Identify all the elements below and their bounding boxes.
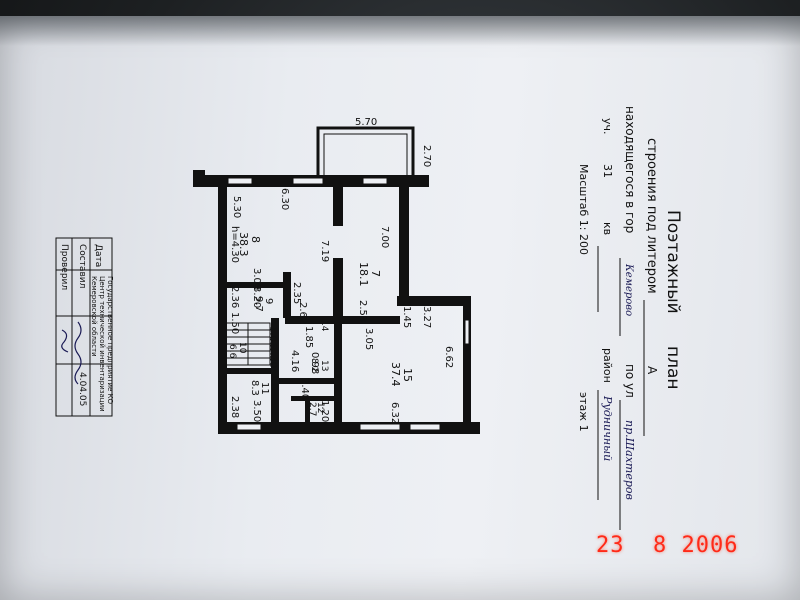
svg-text:2.38: 2.38 (229, 396, 240, 418)
svg-text:7.00: 7.00 (379, 226, 390, 248)
title-block-date: 4.04.05 (77, 372, 87, 406)
svg-text:38.3: 38.3 (237, 232, 250, 257)
svg-text:10: 10 (237, 342, 247, 354)
svg-text:15: 15 (401, 368, 414, 382)
room-9: 9 9.7 (253, 296, 274, 312)
interior-walls (224, 186, 400, 426)
header-floor: этаж 1 (577, 392, 590, 432)
balcony (316, 126, 415, 182)
svg-text:1.50: 1.50 (229, 312, 240, 334)
title-block (55, 237, 113, 417)
svg-text:1.20: 1.20 (319, 400, 330, 422)
header-raion: район (601, 348, 614, 383)
dim-balcony-width: 5.70 (355, 117, 377, 128)
svg-text:0.98: 0.98 (309, 352, 320, 374)
svg-text:6.32: 6.32 (389, 402, 400, 424)
svg-text:5.30: 5.30 (231, 196, 242, 218)
title-block-author-label: Составил (77, 244, 87, 288)
date-stamp: 23 8 2006 (596, 533, 739, 558)
svg-text:11: 11 (259, 382, 270, 395)
signatures (61, 321, 82, 385)
svg-text:2.36: 2.36 (229, 286, 240, 308)
svg-text:h=4.30: h=4.30 (229, 226, 240, 263)
header-street-prefix: по ул (623, 364, 637, 398)
staircase (225, 322, 271, 366)
svg-text:2.58: 2.58 (357, 300, 368, 322)
svg-text:12: 12 (315, 402, 325, 413)
svg-text:3.27: 3.27 (421, 306, 432, 328)
svg-text:13: 13 (319, 360, 329, 371)
svg-text:9.7: 9.7 (253, 296, 264, 312)
svg-text:2.35: 2.35 (291, 282, 302, 304)
svg-text:7.19: 7.19 (319, 240, 330, 262)
svg-text:8: 8 (249, 236, 262, 243)
room-12: 12 2.7 (307, 402, 325, 416)
header-kv: кв (601, 222, 614, 235)
svg-text:37.4: 37.4 (389, 362, 402, 387)
paper-edge-shadow (0, 16, 800, 46)
header-street: пр.Шахтеров (623, 420, 636, 500)
room-15: 15 37.4 (389, 362, 414, 387)
svg-text:3.50: 3.50 (251, 400, 262, 422)
svg-text:1.85: 1.85 (303, 326, 314, 348)
svg-text:14: 14 (319, 320, 329, 332)
svg-text:1.05: 1.05 (267, 326, 278, 348)
svg-text:2.62: 2.62 (297, 302, 308, 324)
header-line1-value: А (645, 366, 659, 375)
title-block-org-2: Центр технической инвентаризации (98, 276, 106, 412)
svg-text:6.30: 6.30 (279, 188, 290, 210)
svg-text:7: 7 (369, 270, 382, 277)
dim-balcony-depth: 2.70 (421, 145, 432, 167)
header-raion-value: Рудничный (601, 395, 614, 461)
plan-header: Поэтажный план строения под литером А на… (577, 106, 683, 530)
room-11: 11 8.3 (249, 380, 270, 396)
room-8: 8 38.3 (237, 232, 262, 257)
svg-text:2.7: 2.7 (307, 402, 317, 416)
plan-title: Поэтажный (663, 210, 683, 314)
header-line2: находящегося в гор (623, 106, 637, 233)
svg-text:3.20: 3.20 (251, 286, 262, 308)
svg-text:3.08: 3.08 (251, 268, 262, 290)
room-14: 14 (319, 320, 329, 332)
room-10: 10 6.6 (227, 342, 247, 359)
svg-text:9: 9 (263, 298, 274, 304)
title-block-checker-label: Проверил (59, 244, 69, 290)
header-uch: уч. (601, 118, 614, 135)
paper-sheet (0, 16, 800, 600)
dimension-labels: 6.30 5.30 h=4.30 7.19 7.00 3.08 3.20 2.3… (229, 188, 454, 424)
svg-text:1.45: 1.45 (401, 306, 412, 328)
svg-text:8.2: 8.2 (309, 358, 319, 372)
svg-text:2.40: 2.40 (299, 378, 310, 400)
header-line1: строения под литером (644, 138, 659, 294)
plan-title-2: план (663, 346, 683, 390)
svg-text:6.6: 6.6 (227, 344, 237, 359)
svg-text:6.62: 6.62 (443, 346, 454, 368)
windows (227, 177, 470, 431)
title-block-date-label: Дата (93, 244, 103, 267)
svg-text:18.1: 18.1 (357, 262, 370, 287)
svg-text:3.05: 3.05 (363, 328, 374, 350)
svg-text:4.16: 4.16 (289, 350, 300, 372)
room-13: 13 8.2 (309, 358, 329, 372)
svg-text:1.30: 1.30 (267, 346, 278, 368)
room-7: 7 18.1 (357, 262, 382, 287)
title-block-org-3: Кемеровской области (90, 276, 98, 357)
header-scale: Масштаб 1: 200 (577, 164, 590, 255)
title-block-org-1: Государственное предприятие КО (106, 276, 114, 405)
header-uch-num: 31 (601, 164, 614, 178)
svg-text:8.3: 8.3 (249, 380, 260, 396)
header-city: Кемерово (623, 263, 634, 316)
